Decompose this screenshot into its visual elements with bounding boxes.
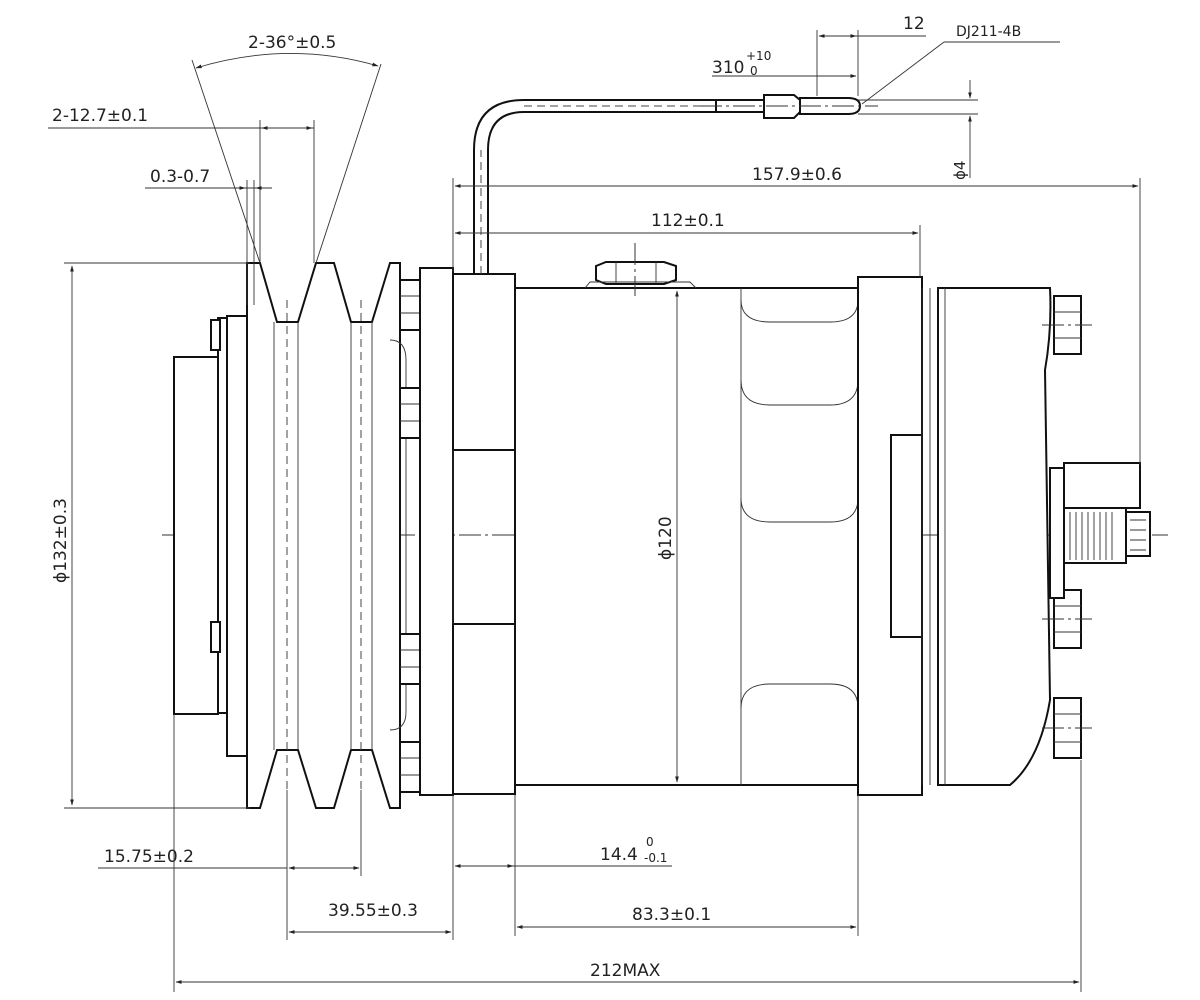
dim-pulley-diameter-label: ϕ132±0.3 (51, 498, 71, 583)
dim-flange-to-rear: 83.3±0.1 (516, 795, 859, 936)
dim-body-length-label: 112±0.1 (651, 211, 725, 231)
dim-overall-length-label: 212MAX (590, 961, 661, 981)
clutch-hub (173, 315, 248, 757)
double-groove-pulley (246, 262, 407, 809)
dim-terminal-length-label: 12 (903, 14, 925, 34)
dim-groove-angle-label: 2-36°±0.5 (248, 33, 336, 53)
dim-wire-length-tol-plus: +10 (746, 49, 771, 63)
dim-connector-diameter-label: ϕ4 (951, 161, 969, 180)
dim-rear-overall-label: 157.9±0.6 (752, 165, 842, 185)
front-bolts (399, 279, 421, 793)
front-flange (419, 267, 516, 796)
dim-flange-width-tol-minus: -0.1 (644, 851, 667, 865)
dim-flange-width: 14.4 0 -0.1 (452, 795, 672, 940)
rear-head (937, 287, 1151, 786)
connector-model-label: DJ211-4B (956, 24, 1021, 40)
dim-connector-diameter: ϕ4 (858, 80, 978, 180)
compressor-body (514, 243, 859, 786)
dim-groove-pitch: 2-12.7±0.1 (48, 106, 315, 263)
dim-wire-length: 310 +10 0 (712, 30, 859, 96)
rear-flange (857, 276, 939, 796)
dim-wire-length-tol-minus: 0 (750, 64, 758, 78)
dim-body-diameter-label: ϕ120 (656, 516, 676, 560)
dim-groove-pitch-label: 2-12.7±0.1 (52, 106, 148, 126)
dim-body-diameter: ϕ120 (656, 290, 679, 783)
dim-pulley-offset: 15.75±0.2 (98, 790, 362, 940)
dim-overall-length: 212MAX (173, 714, 1082, 992)
dim-pulley-diameter: ϕ132±0.3 (51, 262, 250, 809)
dim-pulley-offset-label: 15.75±0.2 (104, 847, 194, 867)
dim-groove-angle: 2-36°±0.5 (191, 33, 382, 264)
leader-connector-model: DJ211-4B (861, 24, 1060, 105)
wire-lead (473, 94, 878, 274)
dim-groove-gap-label: 0.3-0.7 (150, 167, 210, 187)
dim-flange-width-label: 14.4 (600, 845, 638, 865)
dim-body-length: 112±0.1 (454, 211, 921, 277)
dim-flange-width-tol-plus: 0 (646, 835, 654, 849)
dim-flange-to-rear-label: 83.3±0.1 (632, 905, 711, 925)
dim-groove-gap: 0.3-0.7 (145, 167, 272, 305)
dim-pulley-to-flange-label: 39.55±0.3 (328, 901, 418, 921)
dim-rear-overall: 157.9±0.6 (452, 165, 1141, 465)
dim-terminal-length: 12 (818, 14, 926, 38)
dim-pulley-to-flange: 39.55±0.3 (288, 901, 452, 934)
dim-wire-length-label: 310 (712, 58, 744, 78)
